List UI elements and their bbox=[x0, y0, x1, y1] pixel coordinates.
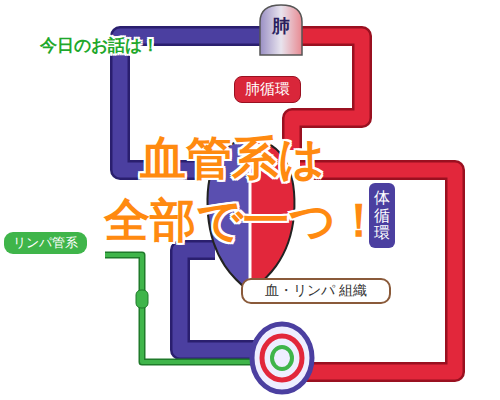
node-text: 肺循環 bbox=[245, 80, 290, 99]
capillary-bed bbox=[252, 324, 312, 392]
tissue-label: 血・リンパ 組織 bbox=[241, 278, 391, 304]
circulation-label: 肺循環 bbox=[234, 76, 301, 103]
headline-line: 血管系は bbox=[140, 128, 325, 190]
intro-heading: 今日のお話は！ bbox=[40, 34, 159, 57]
lung-node: 肺 bbox=[262, 14, 300, 38]
node-text: 肺 bbox=[262, 14, 300, 38]
node-text: リンパ管系 bbox=[13, 234, 78, 252]
node-text: 血・リンパ 組織 bbox=[251, 282, 381, 300]
lymph-node bbox=[136, 290, 148, 308]
headline-line: 全部で一つ！ bbox=[104, 190, 382, 252]
lung-shape bbox=[260, 5, 302, 55]
lymph-label: リンパ管系 bbox=[4, 232, 87, 254]
